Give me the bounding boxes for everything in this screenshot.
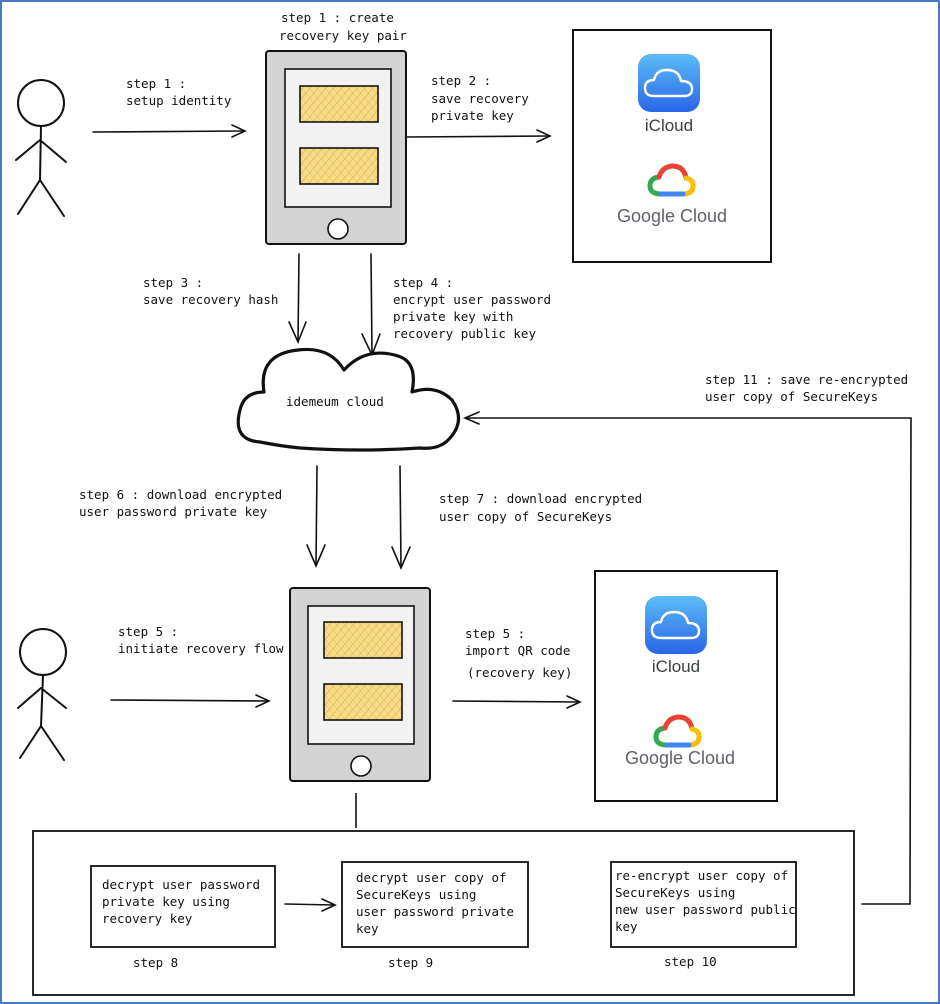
steps-container xyxy=(32,830,855,996)
arrow-device-to-cloud-step4 xyxy=(361,253,381,358)
google-cloud-label-top: Google Cloud xyxy=(617,206,727,226)
key-block-top-1 xyxy=(299,85,379,123)
step6-label: step 6 : download encrypted user passwor… xyxy=(79,487,290,519)
storage-box-top: iCloud Google Cloud xyxy=(572,29,772,263)
arrow-step8-to-step9 xyxy=(284,898,337,912)
mobile-device-top xyxy=(265,50,407,245)
step10-box: re-encrypt user copy of SecureKeys using… xyxy=(610,861,803,948)
key-block-top-2 xyxy=(299,147,379,185)
mobile-device-bottom xyxy=(289,587,431,782)
step5-import-label: step 5 : import QR code (recovery key) xyxy=(465,626,578,680)
arrow-step11-return xyxy=(462,411,912,905)
arrow-cloud-to-device-step7 xyxy=(391,465,411,571)
step1-identity-label: step 1 : setup identity xyxy=(126,76,232,108)
icloud-label-bottom: iCloud xyxy=(652,657,700,676)
key-block-bottom-1 xyxy=(323,621,403,659)
step3-label: step 3 : save recovery hash xyxy=(143,275,278,307)
user-figure-bottom xyxy=(17,628,67,761)
icloud-icon xyxy=(645,596,707,654)
step8-box: decrypt user password private key using … xyxy=(90,865,276,948)
home-button-top xyxy=(327,218,349,240)
step10-label: step 10 xyxy=(664,954,717,969)
google-cloud-icon xyxy=(647,163,696,197)
step10-box-text: re-encrypt user copy of SecureKeys using… xyxy=(615,868,803,934)
icloud-icon xyxy=(638,54,700,112)
idemeum-cloud: idemeum cloud xyxy=(236,347,461,452)
icloud-label-top: iCloud xyxy=(645,116,693,135)
cloud-label: idemeum cloud xyxy=(286,394,384,409)
step9-label: step 9 xyxy=(388,955,433,970)
arrow-user-to-device-top xyxy=(92,124,247,138)
arrow-device-to-storage-top xyxy=(405,129,552,143)
step7-label: step 7 : download encrypted user copy of… xyxy=(439,491,650,524)
step2-label: step 2 : save recovery private key xyxy=(431,73,536,123)
user-figure-top xyxy=(15,79,67,217)
home-button-bottom xyxy=(350,755,372,777)
arrow-device-to-storage-bottom xyxy=(452,695,582,709)
google-cloud-icon xyxy=(653,714,702,748)
step8-box-text: decrypt user password private key using … xyxy=(102,877,268,926)
storage-box-bottom: iCloud Google Cloud xyxy=(594,570,778,802)
step9-box-text: decrypt user copy of SecureKeys using us… xyxy=(356,870,522,936)
step5-initiate-label: step 5 : initiate recovery flow xyxy=(118,624,284,656)
step1-create-label: step 1 : create recovery key pair xyxy=(279,10,407,43)
arrow-cloud-to-device-step6 xyxy=(306,465,326,569)
arrow-device-to-cloud-step3 xyxy=(288,253,307,345)
google-cloud-label-bottom: Google Cloud xyxy=(625,748,735,768)
key-block-bottom-2 xyxy=(323,683,403,721)
step4-label: step 4 : encrypt user password private k… xyxy=(393,275,559,341)
step11-label: step 11 : save re-encrypted user copy of… xyxy=(705,372,916,404)
step9-box: decrypt user copy of SecureKeys using us… xyxy=(341,861,529,948)
arrow-user-to-device-bottom xyxy=(110,694,271,708)
step8-label: step 8 xyxy=(133,955,178,970)
